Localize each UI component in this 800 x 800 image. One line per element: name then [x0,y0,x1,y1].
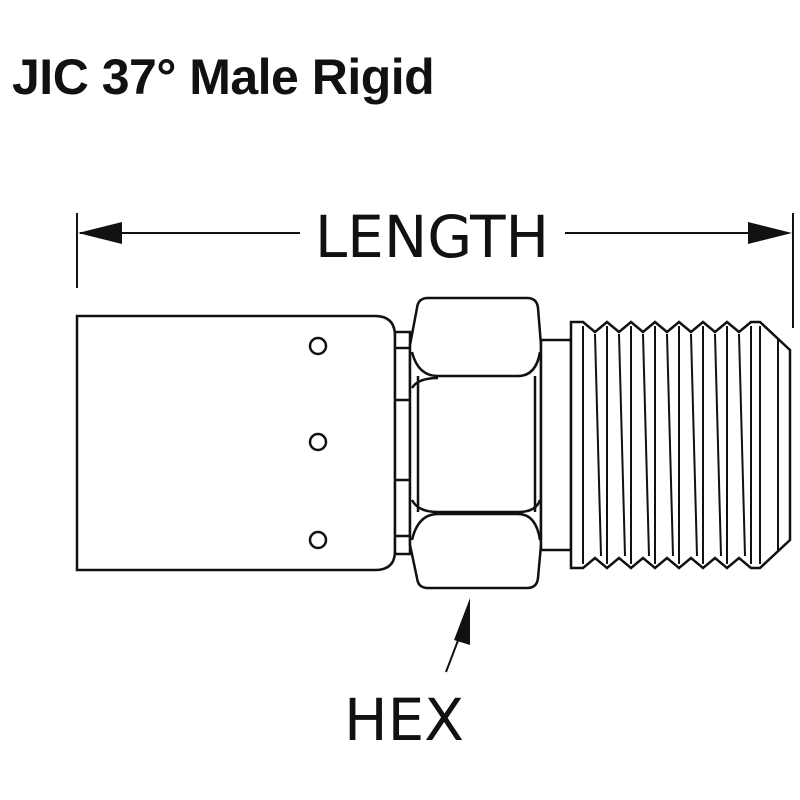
thread-neck [539,338,573,552]
hex-leader-arrowhead [454,598,470,645]
crimp-dot-1 [308,336,328,356]
length-dimension: LENGTH [76,203,794,328]
hex-flat-bottom [410,512,542,541]
crimp-dot-3 [308,530,328,550]
hex-flat-mid-top [410,376,439,389]
length-arrowhead-right [748,222,792,244]
thread-outline [569,320,792,570]
hex-label: HEX [344,686,464,754]
diagram-title: JIC 37° Male Rigid [12,49,435,105]
length-arrowhead-left [78,222,122,244]
collar [393,330,412,556]
threaded-end [569,320,792,570]
hex-outline [408,296,543,590]
ferrule [75,314,397,572]
crimp-dot-2 [308,432,328,452]
ferrule-body [75,314,397,572]
hex-flat-top [410,351,542,378]
hex-nut [408,296,543,590]
thread-lines [582,326,761,564]
length-label: LENGTH [315,203,549,271]
hex-callout: HEX [344,598,470,754]
